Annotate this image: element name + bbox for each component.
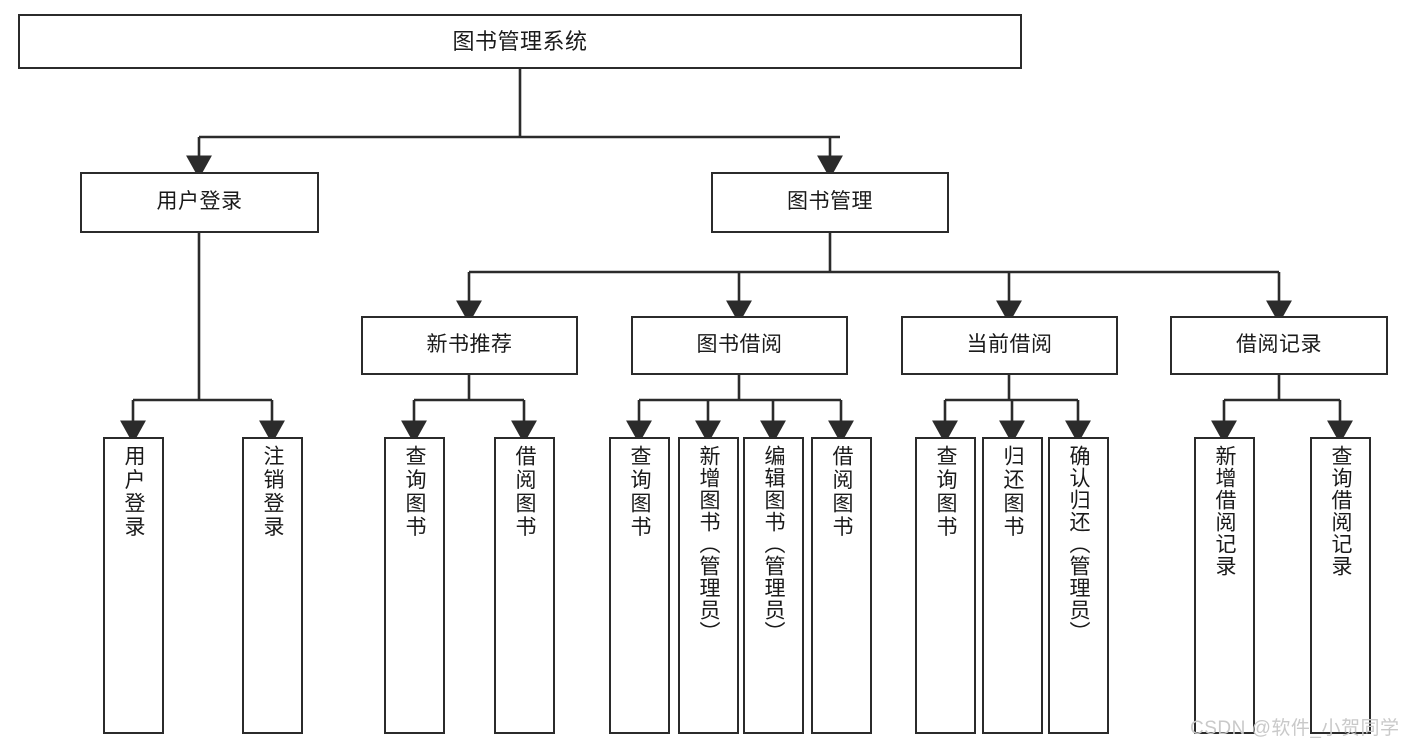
node-label: 图书借阅: [696, 333, 783, 357]
node-label: 查询图书: [934, 445, 957, 539]
node-leaf-borrow-book[interactable]: 借阅图书: [811, 437, 872, 734]
node-label: 查询借阅记录: [1329, 445, 1352, 577]
node-label: 用户登录: [156, 190, 243, 214]
node-leaf-query-book-borrow[interactable]: 查询图书: [609, 437, 670, 734]
node-leaf-logout[interactable]: 注销登录: [242, 437, 303, 734]
node-current-borrowing[interactable]: 当前借阅: [901, 316, 1118, 375]
node-new-book-recommendation[interactable]: 新书推荐: [361, 316, 578, 375]
node-leaf-return-book[interactable]: 归还图书: [982, 437, 1043, 734]
node-leaf-edit-book-admin[interactable]: 编辑图书（管理员）: [743, 437, 804, 734]
node-label: 借阅图书: [513, 445, 536, 539]
node-leaf-query-book-current[interactable]: 查询图书: [915, 437, 976, 734]
node-leaf-query-book-recommend[interactable]: 查询图书: [384, 437, 445, 734]
node-leaf-borrow-book-recommend[interactable]: 借阅图书: [494, 437, 555, 734]
node-label: 注销登录: [261, 445, 284, 539]
node-leaf-confirm-return-admin[interactable]: 确认归还（管理员）: [1048, 437, 1109, 734]
node-label: 当前借阅: [966, 333, 1053, 357]
node-label: 新书推荐: [426, 333, 513, 357]
node-leaf-query-borrow-record[interactable]: 查询借阅记录: [1310, 437, 1371, 734]
node-label: 图书管理: [787, 190, 873, 214]
node-leaf-add-book-admin[interactable]: 新增图书（管理员）: [678, 437, 739, 734]
node-label: 查询图书: [628, 445, 651, 539]
node-label: 新增借阅记录: [1213, 445, 1236, 577]
node-label: 借阅记录: [1236, 333, 1322, 357]
node-leaf-add-borrow-record[interactable]: 新增借阅记录: [1194, 437, 1255, 734]
node-label: 用户登录: [122, 445, 145, 539]
node-label: 归还图书: [1001, 445, 1024, 539]
node-leaf-user-login[interactable]: 用户登录: [103, 437, 164, 734]
node-label: 新增图书（管理员）: [697, 445, 720, 643]
node-book-borrowing[interactable]: 图书借阅: [631, 316, 848, 375]
node-label: 查询图书: [403, 445, 426, 539]
node-label: 借阅图书: [830, 445, 853, 539]
node-label: 图书管理系统: [452, 28, 588, 54]
node-label: 确认归还（管理员）: [1067, 445, 1090, 643]
node-label: 编辑图书（管理员）: [762, 445, 785, 643]
node-root-book-management-system[interactable]: 图书管理系统: [18, 14, 1022, 69]
node-user-login[interactable]: 用户登录: [80, 172, 319, 233]
node-book-management[interactable]: 图书管理: [711, 172, 949, 233]
node-borrowing-record[interactable]: 借阅记录: [1170, 316, 1388, 375]
